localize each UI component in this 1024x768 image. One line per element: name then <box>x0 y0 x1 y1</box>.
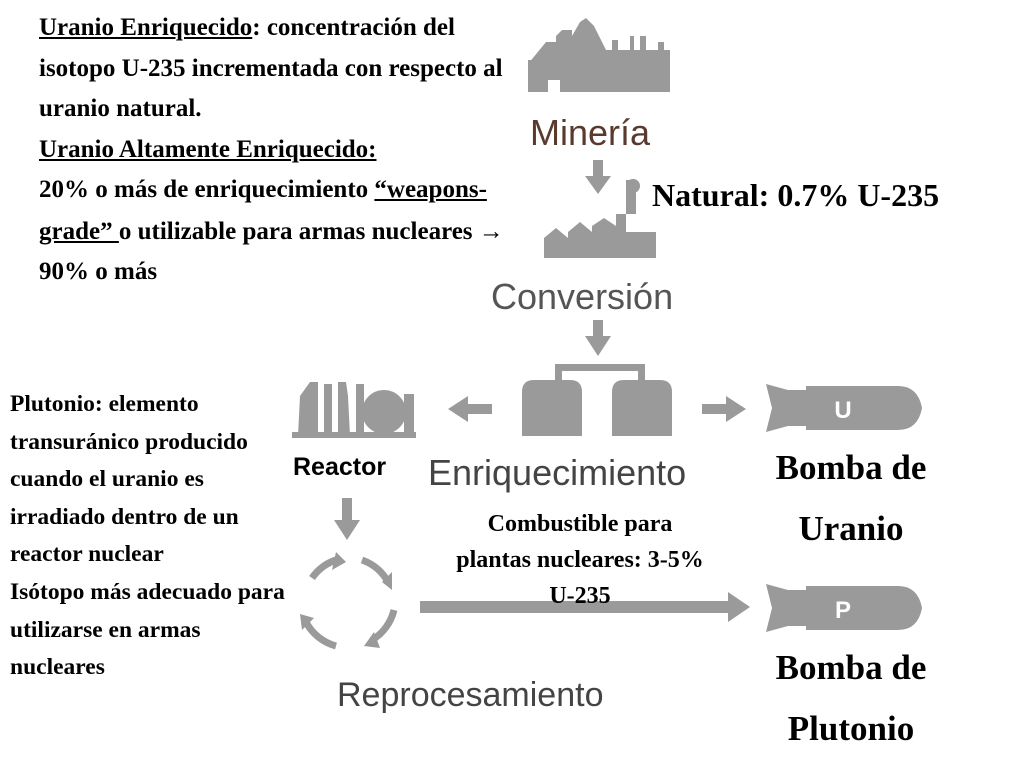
enriched-uranium-text: concentración del isotopo U-235 incremen… <box>39 14 503 122</box>
plutonium-bomb-label: Bomba de Plutonio <box>775 648 927 748</box>
reactor-icon <box>292 382 416 438</box>
plutonium-description: Plutonio: elemento transuránico producid… <box>10 386 300 687</box>
heu-text-2: o utilizable para armas nucleares <box>118 217 473 245</box>
weapons-grade-term: “weapons-grade” <box>39 176 487 245</box>
stage-reactor-label: Reactor <box>293 453 387 481</box>
heu-term: Uranio Altamente Enriquecido: <box>39 135 377 163</box>
plutonium-bomb-letter: P <box>835 597 851 624</box>
stage-reprocessing-label: Reprocesamiento <box>337 676 604 714</box>
reprocessing-arrowheads <box>300 552 392 648</box>
enrichment-definitions: Uranio Enriquecido: concentración del is… <box>39 8 509 293</box>
natural-uranium-note: Natural: 0.7% U-235 <box>652 177 940 213</box>
plutonium-isotope-note: Isótopo más adecuado para utilizarse en … <box>10 578 285 681</box>
stage-mining-label: Minería <box>530 112 651 153</box>
arrow-reprocessing-to-plutonium-bomb <box>420 592 750 622</box>
heu-text-3: 90% o más <box>39 258 158 285</box>
enriched-uranium-term: Uranio Enriquecido <box>39 14 253 41</box>
stage-conversion-label: Conversión <box>491 276 674 317</box>
arrow-mining-to-conversion <box>585 160 611 194</box>
right-arrow-icon: → <box>478 216 504 245</box>
plutonium-definition: Plutonio: elemento transuránico producid… <box>10 391 248 568</box>
arrow-reactor-to-reprocessing <box>334 498 360 540</box>
excavator-icon <box>528 18 670 92</box>
reactor-fuel-note: Combustible para plantas nucleares: 3-5%… <box>456 511 704 609</box>
conversion-plant-icon <box>544 179 656 258</box>
reprocessing-cycle-icon <box>302 556 398 650</box>
uranium-bomb-icon <box>766 384 922 432</box>
stage-enrichment-label: Enriquecimiento <box>428 452 687 493</box>
arrow-enrichment-to-reactor <box>448 396 492 422</box>
uranium-bomb-label: Bomba de Uranio <box>775 448 927 548</box>
uranium-bomb-letter: U <box>834 397 851 424</box>
heu-text: 20% o más de enriquecimiento <box>39 176 369 203</box>
enriched-uranium-colon: : <box>252 14 261 41</box>
enrichment-facility-icon <box>522 364 672 436</box>
arrow-conversion-to-enrichment <box>585 320 611 356</box>
enriched-uranium-definition: Uranio Enriquecido: concentración del is… <box>39 8 509 130</box>
plutonium-bomb-icon <box>766 584 922 632</box>
arrow-enrichment-to-uranium-bomb <box>702 396 746 422</box>
heu-definition: Uranio Altamente Enriquecido: 20% o más … <box>39 130 509 293</box>
